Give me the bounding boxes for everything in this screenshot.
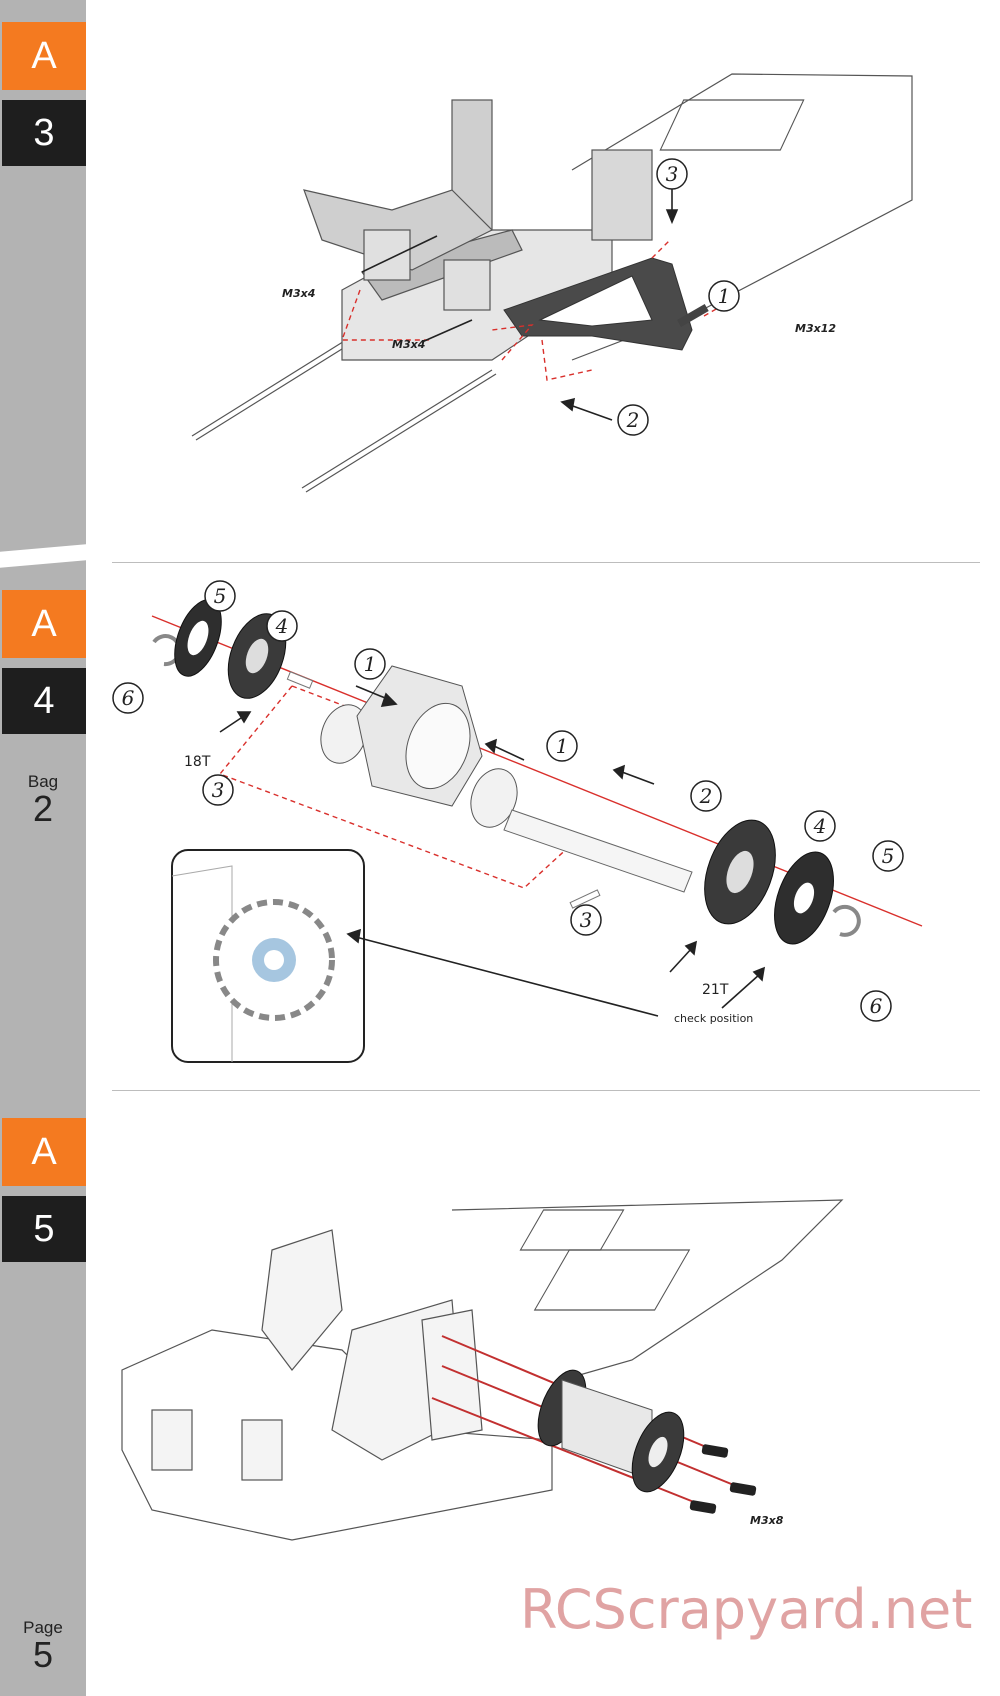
- callout-circle: [872, 840, 904, 872]
- arrow: [493, 745, 525, 761]
- hinge-pin-rod: [301, 369, 493, 489]
- pulley-label: 18T: [184, 754, 211, 770]
- arrow: [621, 771, 655, 785]
- arrow: [219, 715, 245, 733]
- screw-label: M3x4: [392, 338, 425, 351]
- pulley-hub: [537, 1369, 685, 1493]
- arrow: [351, 935, 659, 1017]
- callout-circle: [204, 580, 236, 612]
- pin: [569, 889, 601, 909]
- step3-diagram: 1 2 3 M3x4 M3x4 M3x12: [92, 40, 992, 540]
- page-label: Page: [23, 1618, 63, 1637]
- callout-circle: [804, 810, 836, 842]
- chassis-cutout: [659, 99, 805, 151]
- assembly-guide: [218, 685, 573, 889]
- callout-number: 6: [870, 994, 883, 1018]
- bag-indicator: Bag 2: [0, 772, 86, 829]
- callout-circle: [617, 404, 649, 436]
- sidebar: [0, 0, 86, 1696]
- callout-number: 5: [214, 584, 227, 608]
- sidebar-separator: [0, 544, 86, 568]
- screw-label: M3x4: [282, 287, 315, 300]
- screw-m3x12: [677, 304, 709, 327]
- bag-number: 2: [32, 788, 54, 829]
- callout-circle: [354, 648, 386, 680]
- callout-number: 1: [556, 734, 569, 758]
- step5-diagram: M3x8: [92, 1190, 992, 1570]
- hinge-pin-rod: [191, 329, 363, 437]
- callout-number: 4: [275, 614, 289, 638]
- e-clip: [832, 904, 861, 937]
- callout-number: 5: [882, 844, 895, 868]
- callout-circle: [202, 774, 234, 806]
- callout-circle: [112, 682, 144, 714]
- callout-number: 3: [212, 778, 225, 802]
- step-number-tab: 5: [2, 1196, 86, 1262]
- suspension-arm: [503, 257, 693, 351]
- pulley-label: 21T: [702, 982, 729, 998]
- callout-circle: [266, 610, 298, 642]
- callout-number: 6: [122, 686, 135, 710]
- callout-number: 2: [699, 784, 713, 808]
- callout-number: 1: [364, 652, 377, 676]
- step-number-tab: 3: [2, 100, 86, 166]
- note-text: check position: [674, 1012, 753, 1025]
- callout-circle: [690, 780, 722, 812]
- callout-circle: [860, 990, 892, 1022]
- callout-number: 3: [666, 162, 679, 186]
- step4-diagram: 1 1 2 3 3 4 4 5 5 6 6 18T 21T check posi…: [92, 576, 992, 1076]
- shaft: [503, 809, 693, 893]
- step-letter-tab: A: [2, 22, 86, 90]
- arrow: [569, 404, 613, 421]
- front-bulkhead: [303, 99, 653, 361]
- callout-circle: [708, 280, 740, 312]
- screw-m3x8: [689, 1444, 757, 1514]
- callout-number: 1: [718, 284, 731, 308]
- page-number: 5: [32, 1634, 54, 1675]
- detail-inset: [171, 849, 365, 1063]
- callout-number: 4: [813, 814, 827, 838]
- bag-label: Bag: [27, 772, 59, 791]
- chassis-plate: [451, 1199, 844, 1381]
- callout-circle: [570, 904, 602, 936]
- callout-number: 3: [580, 908, 593, 932]
- section-divider: [112, 1090, 980, 1091]
- pulley-hub: [356, 665, 483, 807]
- page-indicator: Page 5: [0, 1618, 86, 1675]
- step-number-tab: 4: [2, 668, 86, 734]
- section-divider: [112, 562, 980, 563]
- front-bulkhead: [151, 1229, 483, 1481]
- bearing: [470, 768, 518, 828]
- arrow: [669, 947, 693, 973]
- step-letter-tab: A: [2, 1118, 86, 1186]
- watermark: RCScrapyard.net: [520, 1578, 973, 1641]
- chassis-cutout: [519, 1209, 625, 1251]
- pin: [286, 671, 314, 689]
- callout-circle: [546, 730, 578, 762]
- callout-circle: [656, 158, 688, 190]
- arrow: [721, 973, 761, 1009]
- screw-label: M3x8: [750, 1514, 784, 1527]
- chassis-cutout: [533, 1249, 691, 1311]
- callout-number: 2: [626, 408, 640, 432]
- step-letter-tab: A: [2, 590, 86, 658]
- screw-label: M3x12: [795, 322, 836, 335]
